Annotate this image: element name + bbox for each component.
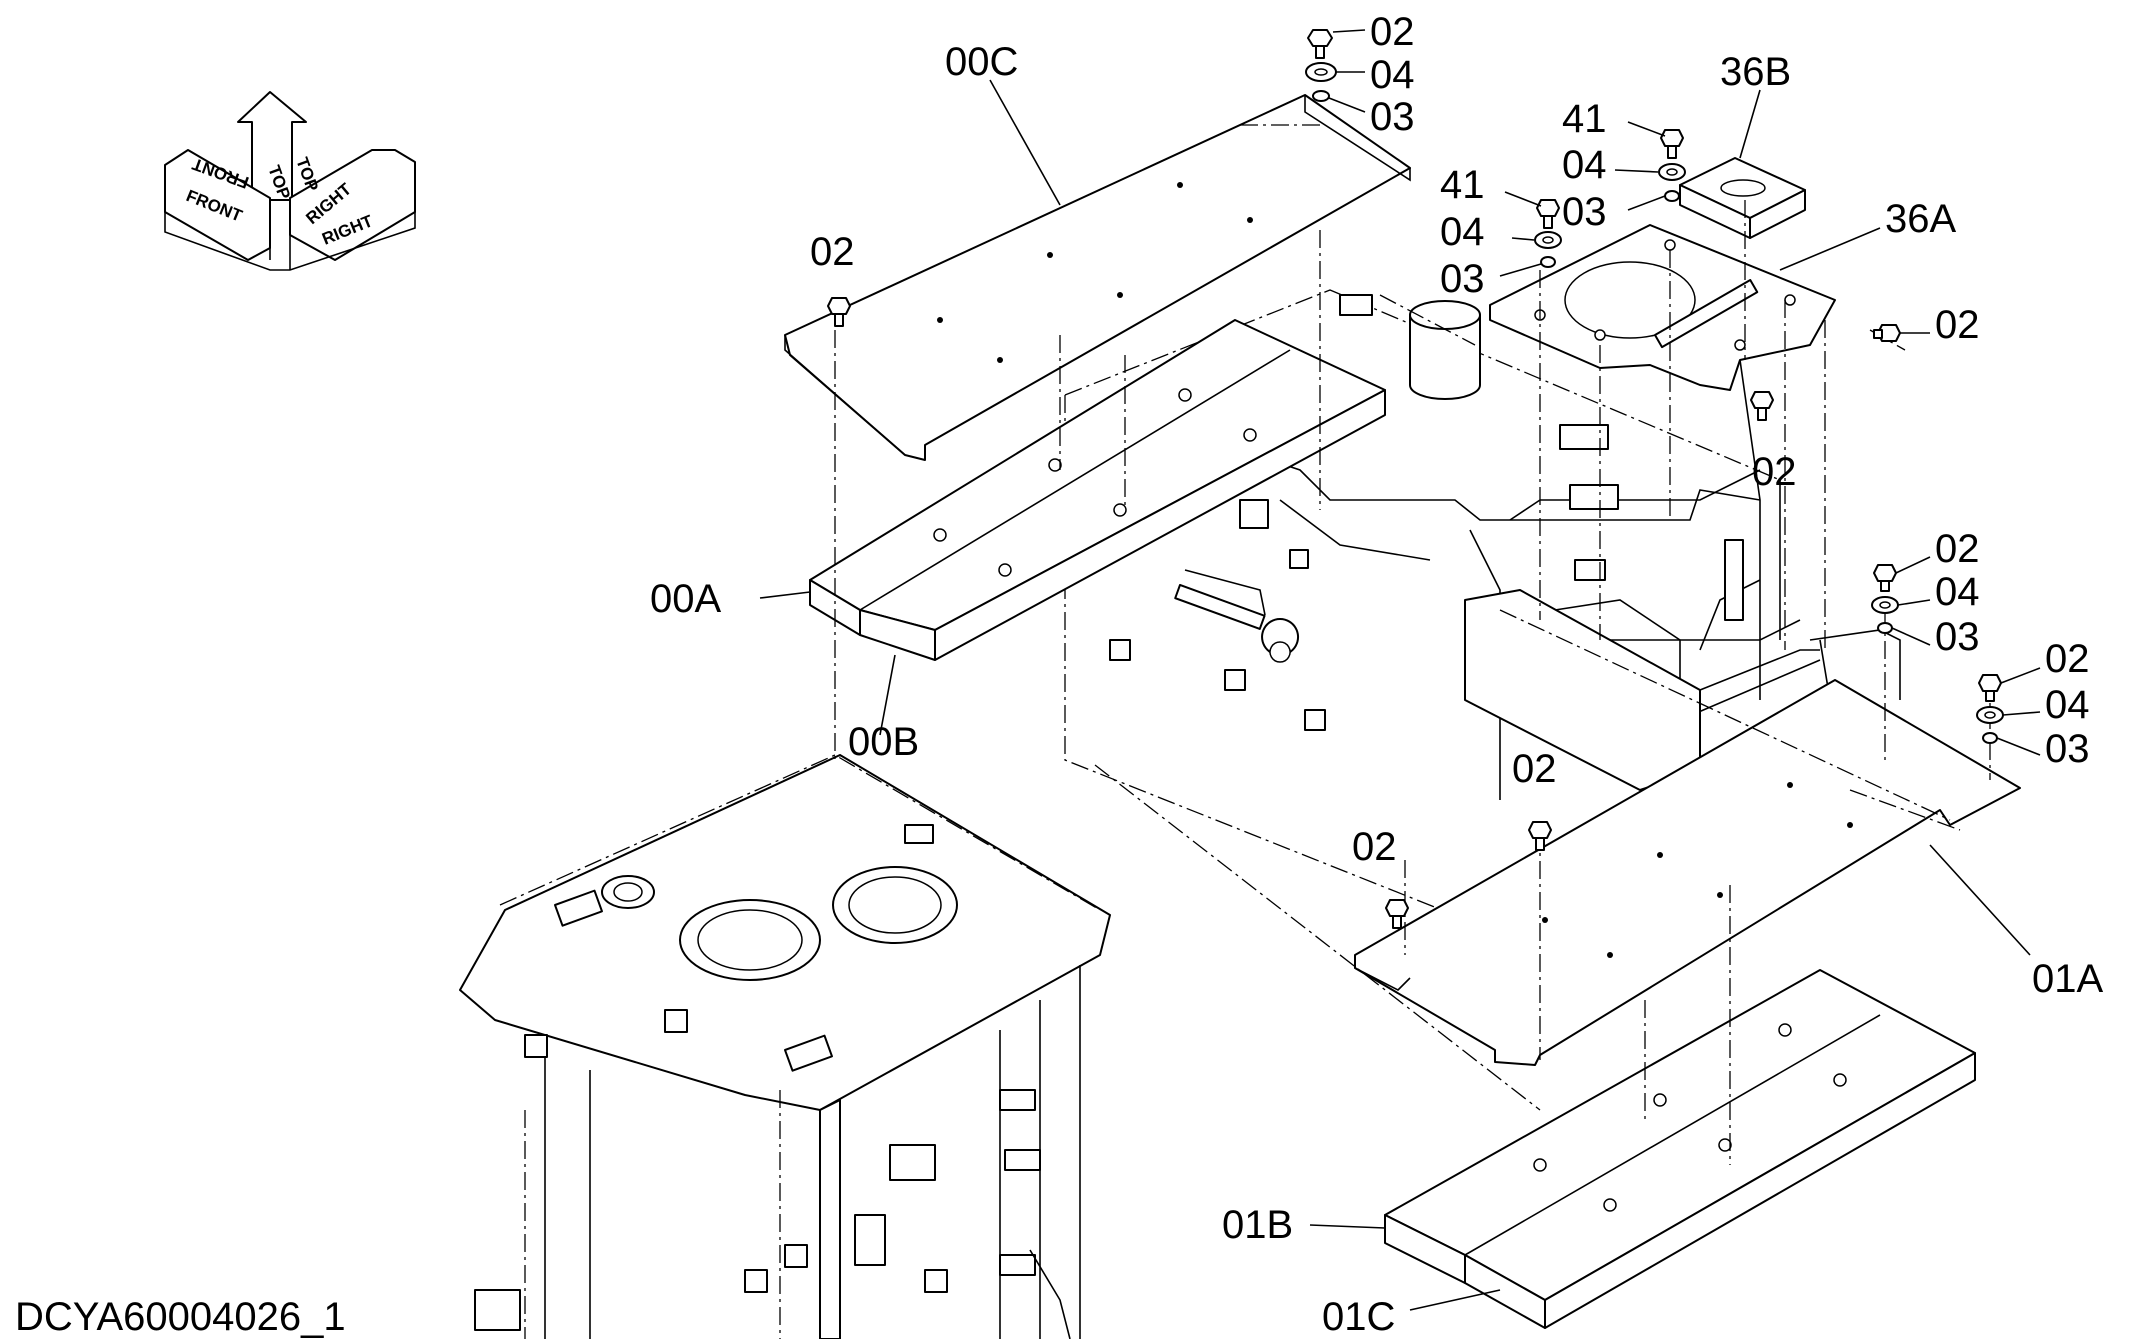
- callout-02-b: 02: [810, 230, 855, 274]
- plate-00c: [784, 94, 1411, 461]
- callout-36a: 36A: [1885, 197, 1956, 241]
- callout-03-d: 03: [1935, 615, 1980, 659]
- callout-labels: 00C 00A 00B 02 02 04 03 36B 41 04 03 41 …: [650, 10, 2103, 1339]
- callout-02-a: 02: [1370, 10, 1415, 54]
- frame-structure: [1064, 289, 1901, 946]
- plate-36a: [1489, 224, 1836, 391]
- callout-04-d: 04: [1935, 570, 1980, 614]
- bolt-02-e: [1873, 564, 1897, 592]
- orientation-label-top-2: TOP: [292, 155, 322, 194]
- washer-04-b: [1658, 163, 1686, 181]
- callout-04-c: 04: [1440, 210, 1485, 254]
- block-00a-00b: [809, 319, 1386, 661]
- block-01b-01c: [1384, 969, 1976, 1329]
- callout-01c: 01C: [1322, 1295, 1395, 1339]
- drawing-id: DCYA60004026_1: [15, 1295, 346, 1339]
- callout-04-a: 04: [1370, 53, 1415, 97]
- callout-03-e: 03: [2045, 727, 2090, 771]
- bolt-41-b: [1536, 199, 1560, 229]
- pipe-section: [1339, 294, 1619, 510]
- callout-36b: 36B: [1720, 50, 1791, 94]
- callout-03-c: 03: [1440, 257, 1485, 301]
- callout-03-a: 03: [1370, 95, 1415, 139]
- washer-04-e: [1976, 706, 2004, 724]
- bolt-02-d: [1750, 391, 1774, 421]
- bolt-02-a: [1307, 29, 1333, 59]
- callout-00b: 00B: [848, 720, 919, 764]
- callout-04-e: 04: [2045, 683, 2090, 727]
- callout-02-f: 02: [2045, 637, 2090, 681]
- callout-02-c: 02: [1935, 303, 1980, 347]
- bolt-02-h: [1385, 899, 1409, 929]
- bolt-02-g: [1528, 821, 1552, 851]
- nut-03-c: [1540, 256, 1556, 268]
- callout-04-b: 04: [1562, 143, 1607, 187]
- callout-01a: 01A: [2032, 957, 2103, 1001]
- bolt-02-c: [1873, 324, 1901, 342]
- leader-lines: [759, 29, 2041, 1311]
- alignment-lines: [834, 124, 1991, 1165]
- bolt-41-a: [1660, 129, 1684, 159]
- callout-02-h: 02: [1352, 825, 1397, 869]
- callout-02-e: 02: [1935, 527, 1980, 571]
- orientation-compass: TOP TOP FRONT FRONT RIGHT RIGHT: [164, 91, 416, 271]
- nut-03-d: [1877, 622, 1893, 634]
- callout-00c: 00C: [945, 40, 1018, 84]
- callout-02-g: 02: [1512, 747, 1557, 791]
- washer-04-d: [1871, 596, 1899, 614]
- callout-01b: 01B: [1222, 1203, 1293, 1247]
- callout-02-d: 02: [1752, 450, 1797, 494]
- block-36b: [1679, 157, 1806, 239]
- washer-04-a: [1305, 62, 1337, 82]
- bolt-02-f: [1978, 674, 2002, 702]
- callout-41-a: 41: [1562, 97, 1607, 141]
- callout-03-b: 03: [1562, 190, 1607, 234]
- callout-41-b: 41: [1440, 163, 1485, 207]
- washer-04-c: [1534, 231, 1562, 249]
- nut-03-e: [1982, 732, 1998, 744]
- callout-00a: 00A: [650, 577, 721, 621]
- tank-assembly: [459, 754, 1111, 1339]
- nut-03-b: [1664, 190, 1680, 202]
- nut-03-a: [1312, 90, 1330, 102]
- bolt-02-b: [827, 297, 851, 327]
